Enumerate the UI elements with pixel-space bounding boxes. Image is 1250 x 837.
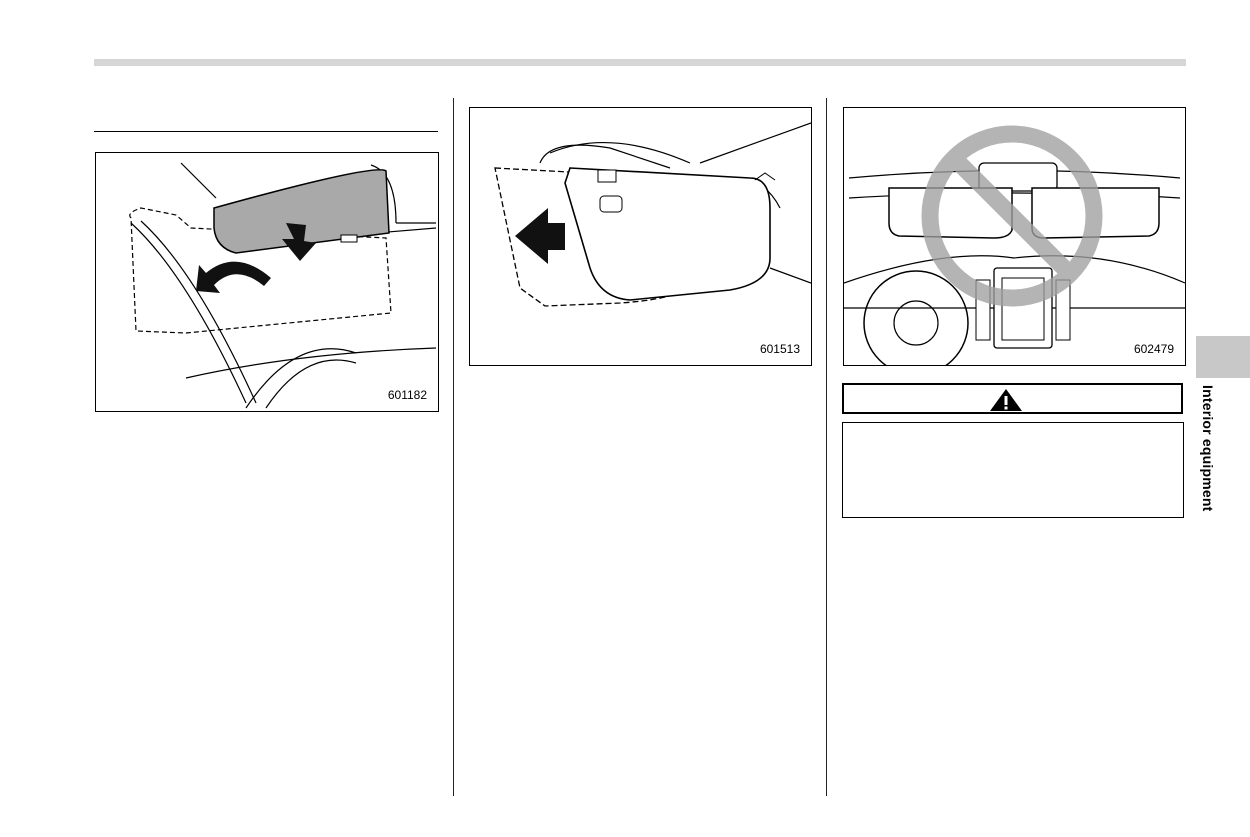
column-divider [453,98,454,796]
sun-visor-extension-illustration [494,122,811,307]
prohibited-usage-illustration [844,125,1185,365]
figure-prohibited-usage: 602479 [843,107,1186,366]
figure-id: 601182 [386,388,428,402]
figure-id: 602479 [1132,342,1175,356]
figure-id: 601513 [758,342,801,356]
header-rule [94,59,1186,66]
warning-triangle-icon [990,389,1022,411]
figure-sun-visor-side: 601182 [95,152,439,412]
warning-body [842,422,1184,518]
column-divider [826,98,827,796]
chapter-label: Interior equipment [1200,385,1216,512]
prohibition-icon [921,125,1103,307]
chapter-tab [1196,336,1250,378]
section-heading-rule [94,131,438,132]
sun-visor-side-illustration [129,162,437,409]
warning-header [842,383,1183,414]
figure-sun-visor-extension: 601513 [469,107,812,366]
